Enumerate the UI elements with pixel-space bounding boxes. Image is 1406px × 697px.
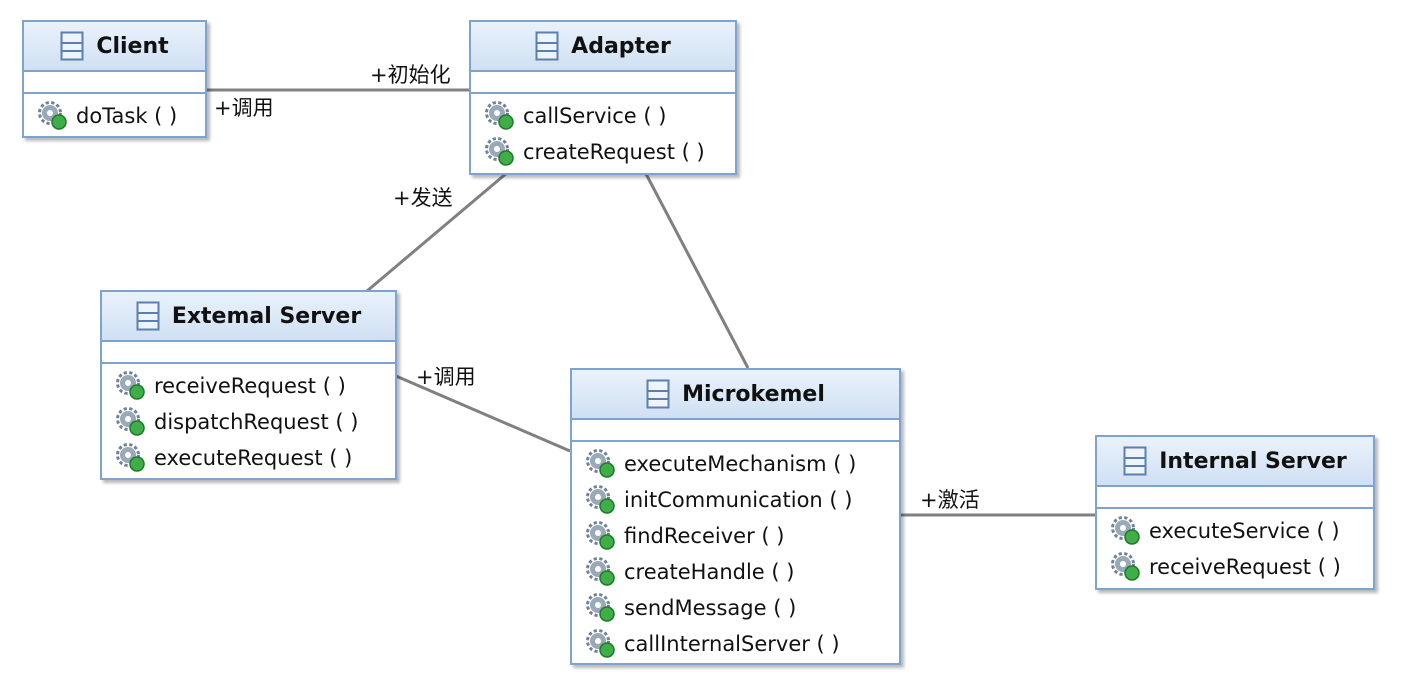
operation-item[interactable]: findReceiver ( ) xyxy=(572,518,899,554)
class-client[interactable]: Client doTask ( ) xyxy=(22,20,207,138)
operation-item[interactable]: createRequest ( ) xyxy=(471,134,735,170)
operation-item[interactable]: receiveRequest ( ) xyxy=(102,368,395,404)
operation-gear-icon xyxy=(586,449,615,478)
operation-label: callInternalServer ( ) xyxy=(624,632,840,656)
class-microkernel-name: Microkemel xyxy=(682,381,825,407)
operation-gear-icon xyxy=(586,485,615,514)
class-external-server-operations: receiveRequest ( ) dispatchRequest ( ) e… xyxy=(102,364,395,478)
class-internal-server-operations: executeService ( ) receiveRequest ( ) xyxy=(1097,509,1373,587)
operation-label: createHandle ( ) xyxy=(624,560,795,584)
operation-item[interactable]: dispatchRequest ( ) xyxy=(102,404,395,440)
operation-item[interactable]: initCommunication ( ) xyxy=(572,482,899,518)
operation-label: createRequest ( ) xyxy=(523,140,705,164)
class-microkernel-attributes xyxy=(572,420,899,442)
class-client-attributes xyxy=(24,72,205,94)
class-icon xyxy=(646,379,670,409)
operation-label: sendMessage ( ) xyxy=(624,596,797,620)
operation-item[interactable]: sendMessage ( ) xyxy=(572,590,899,626)
class-external-server-name: Extemal Server xyxy=(171,303,362,329)
class-adapter-header: Adapter xyxy=(471,22,735,72)
operation-item[interactable]: callService ( ) xyxy=(471,98,735,134)
association-label-activate: +激活 xyxy=(920,488,980,512)
class-icon xyxy=(535,31,559,61)
operation-gear-icon xyxy=(116,407,145,436)
class-client-operations: doTask ( ) xyxy=(24,94,205,136)
operation-item[interactable]: doTask ( ) xyxy=(24,98,205,134)
association-label-call-client: +调用 xyxy=(214,96,274,120)
operation-label: executeMechanism ( ) xyxy=(624,452,857,476)
operation-label: dispatchRequest ( ) xyxy=(154,410,359,434)
class-external-server-attributes xyxy=(102,342,395,364)
association-external-server-microkernel xyxy=(395,374,571,453)
class-adapter-operations: callService ( ) createRequest ( ) xyxy=(471,94,735,172)
class-adapter-name: Adapter xyxy=(571,33,671,59)
class-icon xyxy=(60,31,84,61)
class-microkernel[interactable]: Microkemel executeMechanism ( ) initComm… xyxy=(570,368,901,665)
operation-label: findReceiver ( ) xyxy=(624,524,785,548)
operation-gear-icon xyxy=(485,101,514,130)
class-adapter[interactable]: Adapter callService ( ) createRequest ( … xyxy=(469,20,737,175)
operation-label: callService ( ) xyxy=(523,104,667,128)
class-icon xyxy=(1123,446,1147,476)
operation-item[interactable]: executeRequest ( ) xyxy=(102,440,395,476)
class-external-server[interactable]: Extemal Server receiveRequest ( ) dispat… xyxy=(100,290,397,480)
association-adapter-microkernel xyxy=(643,171,750,369)
operation-label: initCommunication ( ) xyxy=(624,488,853,512)
operation-gear-icon xyxy=(586,521,615,550)
operation-item[interactable]: receiveRequest ( ) xyxy=(1097,549,1373,585)
class-microkernel-operations: executeMechanism ( ) initCommunication (… xyxy=(572,442,899,664)
operation-gear-icon xyxy=(586,593,615,622)
operation-gear-icon xyxy=(1111,552,1140,581)
operation-gear-icon xyxy=(1111,516,1140,545)
operation-label: receiveRequest ( ) xyxy=(1149,555,1341,579)
operation-label: receiveRequest ( ) xyxy=(154,374,346,398)
operation-gear-icon xyxy=(116,443,145,472)
association-label-init: +初始化 xyxy=(370,63,451,87)
class-client-name: Client xyxy=(96,33,169,59)
association-label-send: +发送 xyxy=(393,186,453,210)
class-microkernel-header: Microkemel xyxy=(572,370,899,420)
operation-gear-icon xyxy=(38,101,67,130)
class-internal-server-header: Internal Server xyxy=(1097,437,1373,487)
class-internal-server-attributes xyxy=(1097,487,1373,509)
operation-item[interactable]: executeMechanism ( ) xyxy=(572,446,899,482)
class-internal-server-name: Internal Server xyxy=(1159,448,1347,474)
association-adapter-external-server xyxy=(366,170,509,293)
operation-item[interactable]: executeService ( ) xyxy=(1097,513,1373,549)
operation-gear-icon xyxy=(586,629,615,658)
class-adapter-attributes xyxy=(471,72,735,94)
operation-gear-icon xyxy=(586,557,615,586)
association-label-call-external: +调用 xyxy=(416,365,476,389)
operation-label: executeService ( ) xyxy=(1149,519,1340,543)
operation-gear-icon xyxy=(485,137,514,166)
class-external-server-header: Extemal Server xyxy=(102,292,395,342)
operation-item[interactable]: createHandle ( ) xyxy=(572,554,899,590)
operation-label: executeRequest ( ) xyxy=(154,446,353,470)
operation-item[interactable]: callInternalServer ( ) xyxy=(572,626,899,662)
class-internal-server[interactable]: Internal Server executeService ( ) recei… xyxy=(1095,435,1375,590)
class-client-header: Client xyxy=(24,22,205,72)
operation-gear-icon xyxy=(116,371,145,400)
operation-label: doTask ( ) xyxy=(76,104,178,128)
class-icon xyxy=(136,301,160,331)
